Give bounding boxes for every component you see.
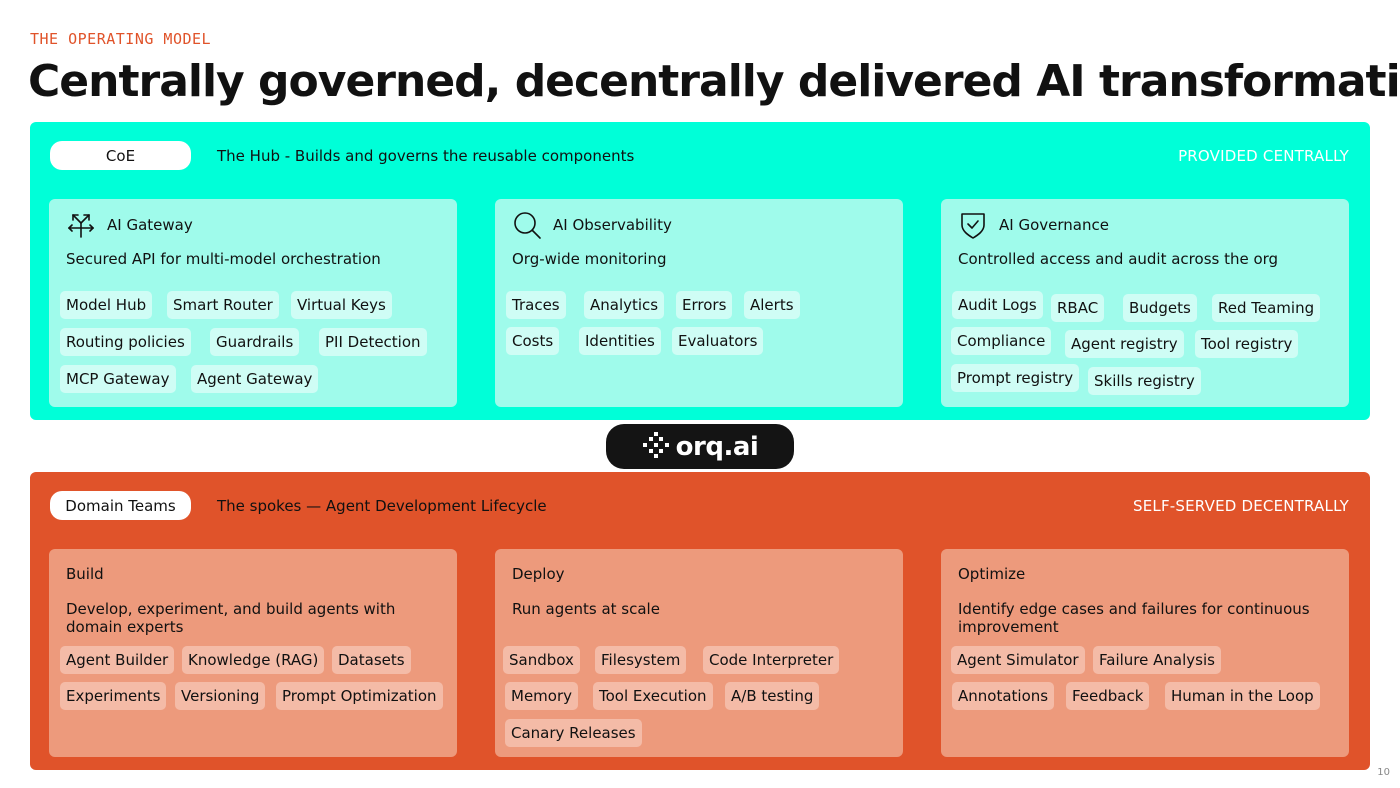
tag-identities: Identities <box>579 327 661 355</box>
card-title: Deploy <box>512 565 565 583</box>
tag-guardrails: Guardrails <box>210 328 300 356</box>
card-subtitle: Identify edge cases and failures for con… <box>958 600 1310 636</box>
tag-virtual-keys: Virtual Keys <box>291 291 392 319</box>
tag-agent-registry: Agent registry <box>1065 330 1184 358</box>
gateway-arrows-icon <box>65 209 97 241</box>
card-subtitle: Controlled access and audit across the o… <box>958 250 1279 268</box>
spokes-description: The spokes — Agent Development Lifecycle <box>217 497 547 515</box>
card-title: AI Gateway <box>107 216 193 234</box>
tag-knowledge-rag: Knowledge (RAG) <box>182 646 325 674</box>
ai-observability-card: AI Observability Org-wide monitoring Tra… <box>495 199 903 407</box>
ai-governance-card: AI Governance Controlled access and audi… <box>941 199 1349 407</box>
tag-alerts: Alerts <box>744 291 800 319</box>
optimize-card: Optimize Identify edge cases and failure… <box>941 549 1349 757</box>
tag-agent-gateway: Agent Gateway <box>191 365 319 393</box>
tag-skills-registry: Skills registry <box>1088 367 1201 395</box>
tag-compliance: Compliance <box>951 327 1052 355</box>
card-subtitle: Develop, experiment, and build agents wi… <box>66 600 396 636</box>
spokes-band: Domain Teams The spokes — Agent Developm… <box>30 472 1370 770</box>
hub-description: The Hub - Builds and governs the reusabl… <box>217 147 635 165</box>
tag-agent-simulator: Agent Simulator <box>951 646 1085 674</box>
tag-analytics: Analytics <box>584 291 665 319</box>
provided-centrally-label: PROVIDED CENTRALLY <box>1178 147 1349 165</box>
tag-rbac: RBAC <box>1051 294 1105 322</box>
page-number: 10 <box>1377 767 1390 778</box>
tag-tool-execution: Tool Execution <box>593 682 713 710</box>
domain-teams-pill: Domain Teams <box>50 491 191 520</box>
tag-human-in-the-loop: Human in the Loop <box>1165 682 1320 710</box>
orq-logo: orq.ai <box>606 424 794 469</box>
tag-audit-logs: Audit Logs <box>952 291 1043 319</box>
tag-canary-releases: Canary Releases <box>505 719 642 747</box>
deploy-card: Deploy Run agents at scale Sandbox Files… <box>495 549 903 757</box>
tag-code-interpreter: Code Interpreter <box>703 646 840 674</box>
tag-model-hub: Model Hub <box>60 291 153 319</box>
tag-failure-analysis: Failure Analysis <box>1093 646 1221 674</box>
tag-routing-policies: Routing policies <box>60 328 191 356</box>
tag-prompt-optimization: Prompt Optimization <box>276 682 443 710</box>
self-served-decentrally-label: SELF-SERVED DECENTRALLY <box>1133 497 1349 515</box>
coe-pill: CoE <box>50 141 191 170</box>
card-subtitle: Secured API for multi-model orchestratio… <box>66 250 381 268</box>
orq-logo-text: orq.ai <box>675 431 759 462</box>
card-subtitle: Run agents at scale <box>512 600 660 618</box>
tag-traces: Traces <box>506 291 566 319</box>
tag-ab-testing: A/B testing <box>725 682 820 710</box>
card-title: Optimize <box>958 565 1026 583</box>
tag-annotations: Annotations <box>952 682 1055 710</box>
card-subtitle: Org-wide monitoring <box>512 250 667 268</box>
ai-gateway-card: AI Gateway Secured API for multi-model o… <box>49 199 457 407</box>
hub-band: CoE The Hub - Builds and governs the reu… <box>30 122 1370 420</box>
tag-experiments: Experiments <box>60 682 167 710</box>
tag-budgets: Budgets <box>1123 294 1197 322</box>
page-title: Centrally governed, decentrally delivere… <box>28 56 1400 107</box>
eyebrow-label: THE OPERATING MODEL <box>30 30 212 48</box>
orq-logo-icon <box>642 431 670 463</box>
tag-prompt-registry: Prompt registry <box>951 364 1080 392</box>
tag-mcp-gateway: MCP Gateway <box>60 365 176 393</box>
tag-memory: Memory <box>505 682 579 710</box>
tag-errors: Errors <box>676 291 733 319</box>
card-title: AI Governance <box>999 216 1109 234</box>
tag-pii-detection: PII Detection <box>319 328 427 356</box>
tag-filesystem: Filesystem <box>595 646 687 674</box>
card-title: Build <box>66 565 104 583</box>
tag-evaluators: Evaluators <box>672 327 764 355</box>
card-title: AI Observability <box>553 216 672 234</box>
tag-versioning: Versioning <box>175 682 266 710</box>
tag-red-teaming: Red Teaming <box>1212 294 1321 322</box>
shield-check-icon <box>957 209 989 241</box>
tag-datasets: Datasets <box>332 646 411 674</box>
build-card: Build Develop, experiment, and build age… <box>49 549 457 757</box>
tag-sandbox: Sandbox <box>503 646 580 674</box>
tag-smart-router: Smart Router <box>167 291 279 319</box>
tag-costs: Costs <box>506 327 560 355</box>
tag-feedback: Feedback <box>1066 682 1150 710</box>
tag-agent-builder: Agent Builder <box>60 646 175 674</box>
tag-tool-registry: Tool registry <box>1195 330 1299 358</box>
search-icon <box>511 209 543 241</box>
